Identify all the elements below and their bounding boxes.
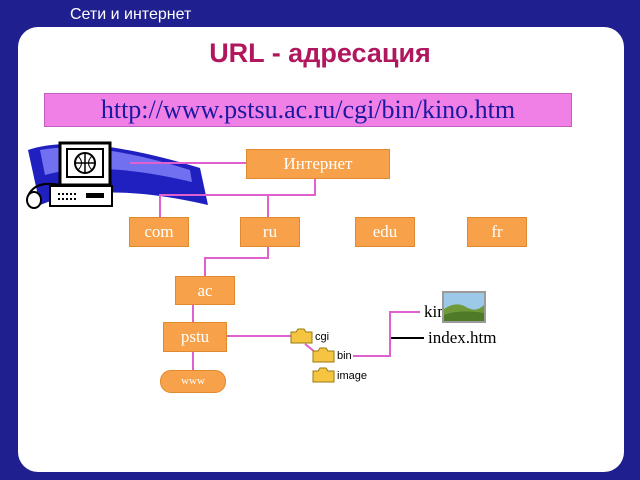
node-edu: edu <box>355 217 415 247</box>
file-index: index.htm <box>428 328 497 347</box>
folder-icon <box>290 328 313 344</box>
computer-icon <box>26 141 113 209</box>
url-address: http://www.pstsu.ac.ru/cgi/bin/kino.htm <box>44 93 572 127</box>
folder-icon <box>312 367 335 383</box>
folder-image-label: image <box>337 370 367 382</box>
folder-icon <box>312 347 335 363</box>
node-pstu: pstu <box>163 322 227 352</box>
node-ac: ac <box>175 276 235 305</box>
node-com: com <box>129 217 189 247</box>
folder-cgi-label: cgi <box>315 331 330 343</box>
page-title: URL - адресация <box>209 38 431 68</box>
node-internet: Интернет <box>246 149 390 179</box>
header-title: Сети и интернет <box>70 6 192 23</box>
photo-icon <box>442 291 486 323</box>
node-fr: fr <box>467 217 527 247</box>
folder-bin-label: bin <box>337 350 352 362</box>
node-www: www <box>160 370 226 393</box>
node-ru: ru <box>240 217 300 247</box>
